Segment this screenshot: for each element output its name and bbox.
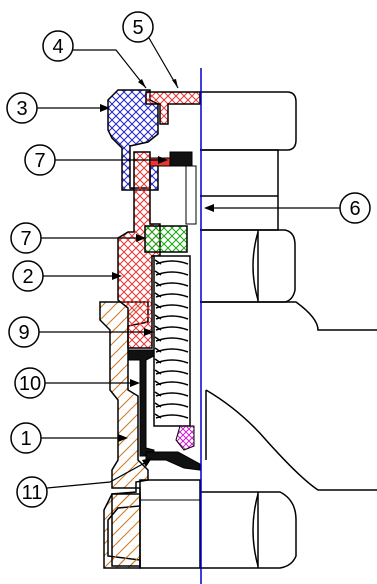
callout-6-label: 6 xyxy=(349,198,360,220)
callout-7-label: 7 xyxy=(20,228,31,250)
part-11-wedge xyxy=(145,451,201,471)
part-10-liner xyxy=(127,349,155,457)
callout-11-label: 11 xyxy=(22,482,43,504)
callout-8: 7 xyxy=(24,144,168,176)
callout-11: 11 xyxy=(16,458,152,508)
callout-1: 1 xyxy=(10,422,128,454)
part-2-sleeve xyxy=(117,91,201,349)
callout-5: 5 xyxy=(122,11,179,89)
part-7-ring xyxy=(144,225,188,253)
callout-4-label: 4 xyxy=(52,36,63,58)
callout-5-label: 5 xyxy=(132,17,143,39)
part-9-spring xyxy=(153,255,191,427)
callout-4: 4 xyxy=(42,30,147,89)
callout-10: 10 xyxy=(14,367,140,399)
housing-outline xyxy=(200,91,377,569)
callout-7: 7 xyxy=(10,222,146,254)
callout-9-label: 9 xyxy=(18,322,29,344)
callout-10-label: 10 xyxy=(19,373,41,395)
callout-3: 3 xyxy=(6,92,110,124)
magenta-seat xyxy=(175,425,195,451)
callout-9: 9 xyxy=(8,316,154,348)
callout-6: 6 xyxy=(204,192,371,224)
callout-1-label: 1 xyxy=(20,428,31,450)
callout-2: 2 xyxy=(12,260,122,292)
callout-8-label: 7 xyxy=(34,150,45,172)
callout-3-label: 3 xyxy=(16,98,27,120)
callout-2-label: 2 xyxy=(22,266,33,288)
